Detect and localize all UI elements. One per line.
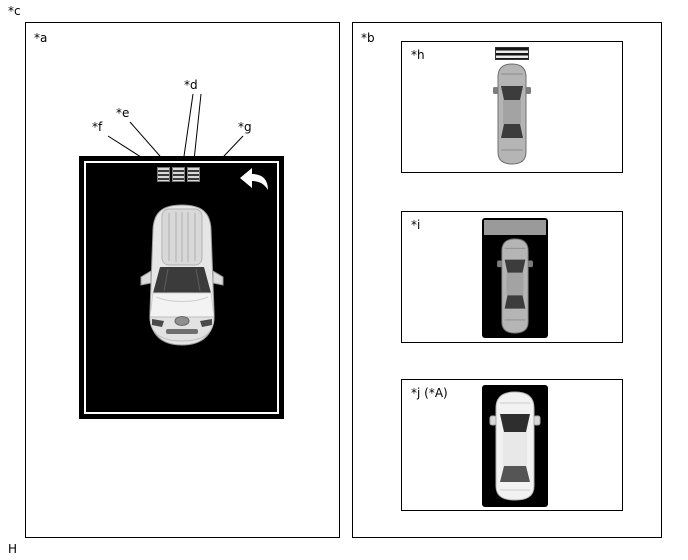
sensor-strip-icon — [157, 167, 200, 182]
panel-b-box-h: *h — [401, 41, 623, 173]
sensor-block-icon — [157, 167, 170, 182]
camera-view-inner — [84, 161, 279, 414]
box-h-label: *h — [411, 48, 425, 62]
car-front-view-icon — [140, 204, 223, 346]
callout-f: *f — [92, 120, 103, 134]
callout-d: *d — [184, 78, 198, 92]
road-surface — [482, 218, 548, 338]
footer-label-h: H — [8, 542, 18, 556]
panel-b: *b *h *i — [352, 22, 662, 538]
callout-g: *g — [238, 120, 252, 134]
panel-a: *a *d *e *f *g — [25, 22, 340, 538]
return-arrow-icon — [240, 168, 268, 190]
car-top-view-icon — [497, 238, 533, 334]
road-surface — [482, 385, 548, 507]
striped-marker-icon — [495, 47, 529, 60]
sensor-block-icon — [172, 167, 185, 182]
camera-view-panel — [79, 156, 284, 419]
corner-label-c: *c — [8, 4, 21, 18]
panel-b-box-j: *j (*A) — [401, 379, 623, 511]
panel-b-box-i: *i — [401, 211, 623, 343]
callout-e: *e — [116, 106, 130, 120]
box-j-label: *j (*A) — [411, 386, 448, 400]
sensor-block-icon — [187, 167, 200, 182]
car-top-view-icon — [493, 63, 531, 165]
panel-b-label: *b — [361, 31, 375, 45]
light-car-top-view-icon — [489, 391, 541, 501]
box-i-label: *i — [411, 218, 421, 232]
box-h-figure — [492, 47, 532, 166]
panel-a-label: *a — [34, 31, 48, 45]
road-edge-band — [484, 220, 546, 235]
